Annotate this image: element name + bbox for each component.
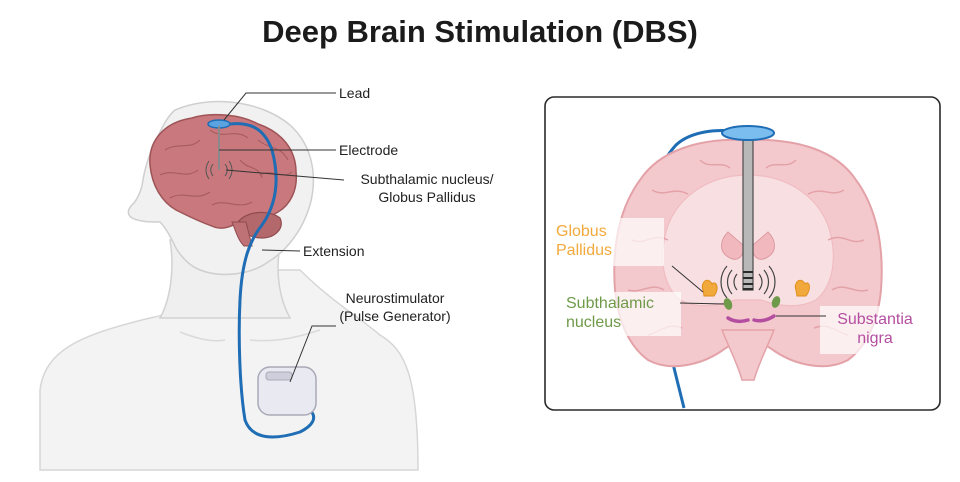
label-subthalamic-nucleus: Subthalamic nucleus <box>566 294 654 332</box>
brain <box>149 113 298 247</box>
label-extension: Extension <box>303 243 365 259</box>
label-neuro-line2: (Pulse Generator) <box>339 308 451 324</box>
label-target: Subthalamic nucleus/ Globus Pallidus <box>347 170 507 206</box>
label-electrode: Electrode <box>339 142 399 158</box>
label-neurostimulator: Neurostimulator (Pulse Generator) <box>330 289 460 325</box>
label-globus-pallidus: Globus Pallidus <box>556 222 612 260</box>
label-substantia-nigra: Substantia nigra <box>826 310 924 348</box>
substantia-nigra-left <box>726 316 750 324</box>
label-stn-line2: nucleus <box>566 314 622 331</box>
label-target-line1: Subthalamic nucleus/ <box>360 171 494 187</box>
label-target-line2: Globus Pallidus <box>378 189 476 205</box>
label-sn-line2: nigra <box>857 330 893 347</box>
substantia-nigra-right <box>752 314 776 323</box>
inset-burr-cap <box>721 125 775 141</box>
page-title: Deep Brain Stimulation (DBS) <box>262 14 698 49</box>
inset-lead <box>742 139 754 291</box>
label-lead: Lead <box>339 85 371 101</box>
leader-lines-inset <box>671 265 826 317</box>
leader-lines-left <box>219 92 345 383</box>
subthalamic-nucleus-left <box>723 298 733 310</box>
label-gp-line2: Pallidus <box>556 242 613 259</box>
coronal-brain-section <box>613 125 883 409</box>
label-gp-line1: Globus <box>556 223 607 240</box>
subthalamic-nucleus-right <box>771 296 781 308</box>
label-neuro-line1: Neurostimulator <box>345 290 445 306</box>
globus-pallidus-right <box>794 279 810 297</box>
label-stn-line1: Subthalamic <box>566 295 655 312</box>
label-sn-line1: Substantia <box>837 311 913 328</box>
globus-pallidus-left <box>701 279 718 297</box>
